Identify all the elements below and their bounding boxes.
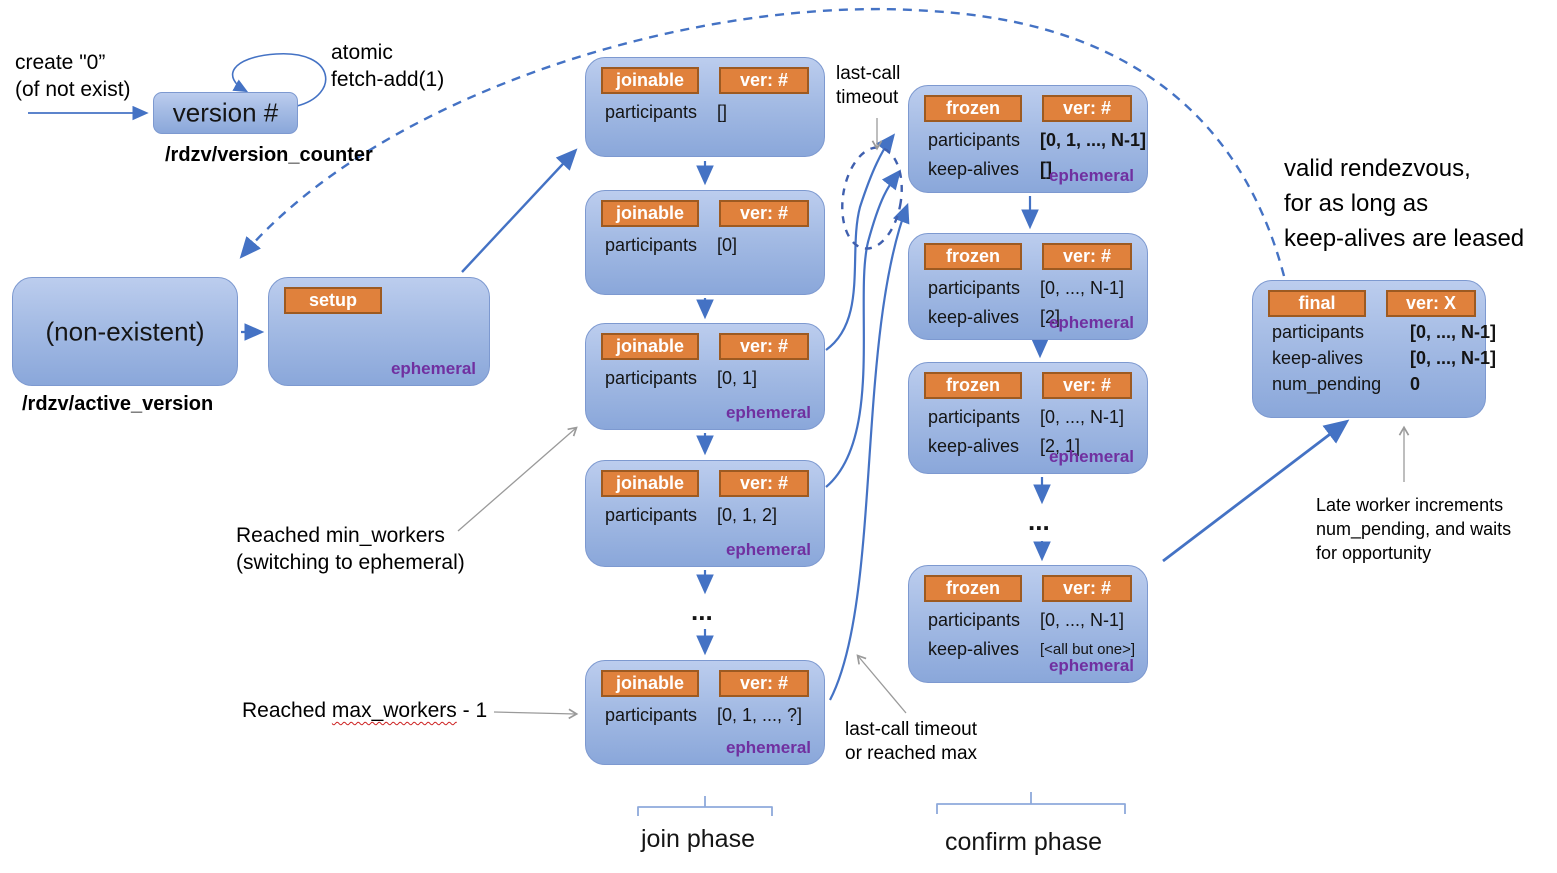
- arrow-reached-max: [493, 708, 579, 720]
- state-tag: joinable: [601, 200, 699, 227]
- state-tag: final: [1268, 290, 1366, 317]
- keepalives-row: keep-alives [<all but one>]: [928, 639, 1136, 659]
- setup-state-box: setup ephemeral: [268, 277, 490, 386]
- keepalives-row: keep-alives [2]: [928, 307, 1061, 327]
- version-tag: ver: #: [1042, 95, 1132, 122]
- arrow-j4-frozen: [825, 169, 902, 488]
- frozen-box-1: frozen ver: # participants [0, 1, ..., N…: [908, 85, 1148, 193]
- participants-row: participants [0]: [605, 235, 738, 255]
- join-phase-label: join phase: [641, 825, 755, 853]
- state-tag: frozen: [924, 95, 1022, 122]
- participants-row: participants [0, ..., N-1]: [928, 407, 1125, 427]
- valid-rendezvous-label: valid rendezvous, for as long as keep-al…: [1284, 155, 1525, 252]
- reached-max-workers-label: Reached max_workers - 1: [242, 699, 488, 722]
- ephemeral-flag: ephemeral: [725, 738, 811, 757]
- version-counter-box: version #: [153, 92, 298, 134]
- atomic-fetch-add-label: atomic fetch-add(1): [331, 41, 445, 91]
- numpending-row: num_pending 0: [1272, 374, 1421, 394]
- ephemeral-flag: ephemeral: [1048, 447, 1134, 466]
- arrow-frozen-final: [1162, 419, 1350, 563]
- ephemeral-flag: ephemeral: [390, 359, 476, 378]
- version-tag: ver: #: [719, 67, 809, 94]
- state-tag: joinable: [601, 670, 699, 697]
- reached-min-workers-label: Reached min_workers (switching to epheme…: [236, 524, 465, 574]
- state-tag: joinable: [601, 67, 699, 94]
- version-tag: ver: #: [719, 333, 809, 360]
- joinable-box-2: joinable ver: # participants [0]: [585, 190, 825, 295]
- version-tag: ver: #: [1042, 372, 1132, 399]
- nonexistent-box: (non-existent): [12, 277, 238, 386]
- ephemeral-flag: ephemeral: [725, 403, 811, 422]
- arrow-j3-frozen: [825, 133, 896, 351]
- late-worker-label: Late worker increments num_pending, and …: [1316, 495, 1512, 563]
- keepalives-row: keep-alives [0, ..., N-1]: [1272, 348, 1497, 368]
- frozen-box-2: frozen ver: # participants [0, ..., N-1]…: [908, 233, 1148, 340]
- last-call-timeout-top-label: last-call timeout: [836, 63, 901, 109]
- keepalives-row: keep-alives []: [928, 159, 1052, 179]
- participants-row: participants []: [605, 102, 728, 122]
- setup-state-tag: setup: [284, 287, 382, 314]
- confirm-column-ellipsis: ...: [1028, 506, 1050, 536]
- arrow-fetch-add-self-loop: [232, 53, 327, 107]
- keepalives-row: keep-alives [2, 1]: [928, 436, 1081, 456]
- ephemeral-flag: ephemeral: [1048, 166, 1134, 185]
- last-call-timeout-bottom-label: last-call timeout or reached max: [845, 719, 978, 765]
- joinable-box-4: joinable ver: # participants [0, 1, 2] e…: [585, 460, 825, 567]
- arrow-lastcall-bottom: [856, 654, 907, 714]
- frozen-box-4: frozen ver: # participants [0, ..., N-1]…: [908, 565, 1148, 683]
- arrow-j5-frozen: [829, 202, 910, 701]
- confirm-phase-label: confirm phase: [945, 828, 1103, 856]
- state-tag: joinable: [601, 333, 699, 360]
- participants-row: participants [0, 1, ..., ?]: [605, 705, 803, 725]
- state-tag: frozen: [924, 372, 1022, 399]
- last-call-ellipse: [841, 146, 903, 250]
- participants-row: participants [0, 1, 2]: [605, 505, 778, 525]
- joinable-box-5: joinable ver: # participants [0, 1, ...,…: [585, 660, 825, 765]
- ephemeral-flag: ephemeral: [1048, 656, 1134, 675]
- join-column-ellipsis: ...: [691, 596, 713, 626]
- final-box: final ver: X participants [0, ..., N-1] …: [1252, 280, 1497, 418]
- nonexistent-label: (non-existent): [45, 316, 205, 346]
- arrow-final-nonexistent-dashed: [239, 7, 1286, 277]
- state-tag: joinable: [601, 470, 699, 497]
- participants-row: participants [0, ..., N-1]: [928, 278, 1125, 298]
- participants-row: participants [0, ..., N-1]: [928, 610, 1125, 630]
- joinable-box-3: joinable ver: # participants [0, 1] ephe…: [585, 323, 825, 430]
- confirm-phase-bracket: [936, 792, 1126, 814]
- ephemeral-flag: ephemeral: [725, 540, 811, 559]
- state-tag: frozen: [924, 575, 1022, 602]
- create-zero-label: create "0” (of not exist): [15, 51, 131, 101]
- version-tag: ver: #: [719, 670, 809, 697]
- ephemeral-flag: ephemeral: [1048, 313, 1134, 332]
- version-tag: ver: #: [719, 200, 809, 227]
- joinable-box-1: joinable ver: # participants []: [585, 57, 825, 157]
- version-tag: ver: #: [719, 470, 809, 497]
- state-tag: frozen: [924, 243, 1022, 270]
- version-tag: ver: #: [1042, 243, 1132, 270]
- arrow-setup-joinable: [461, 148, 578, 273]
- version-tag: ver: X: [1386, 290, 1476, 317]
- frozen-box-3: frozen ver: # participants [0, ..., N-1]…: [908, 362, 1148, 474]
- participants-row: participants [0, ..., N-1]: [1272, 322, 1497, 342]
- arrow-reached-min: [457, 426, 578, 532]
- active-version-path: /rdzv/active_version: [22, 393, 214, 415]
- participants-row: participants [0, 1, ..., N-1]: [928, 130, 1147, 150]
- participants-row: participants [0, 1]: [605, 368, 758, 388]
- join-phase-bracket: [637, 796, 773, 816]
- version-tag: ver: #: [1042, 575, 1132, 602]
- version-counter-path: /rdzv/version_counter: [165, 144, 373, 166]
- version-counter-label: version #: [172, 97, 279, 128]
